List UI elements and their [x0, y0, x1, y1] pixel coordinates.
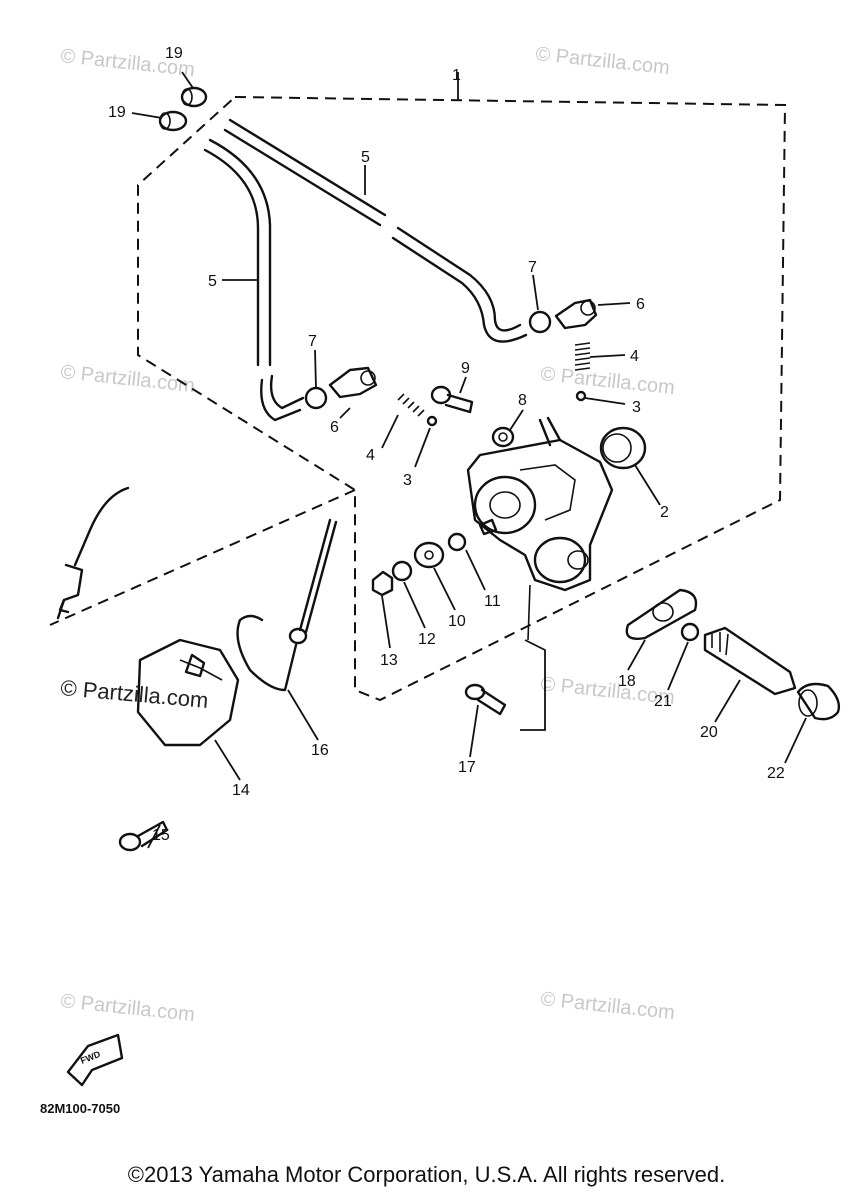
callout: 7 [528, 259, 537, 276]
watermark: © Partzilla.com [539, 988, 675, 1024]
hose-5-upper [223, 118, 528, 343]
callout: 4 [366, 447, 375, 464]
callout: 15 [152, 827, 170, 844]
washer-8 [491, 426, 515, 448]
bolt-17 [464, 683, 507, 716]
cable-left [56, 486, 130, 620]
callout: 6 [330, 419, 339, 436]
hose-5-left [203, 138, 305, 422]
cap-19-upper [180, 86, 208, 108]
callout: 19 [165, 45, 183, 62]
clip-7-right [528, 310, 552, 334]
watermarks: © Partzilla.com © Partzilla.com © Partzi… [59, 43, 675, 1026]
watermark: © Partzilla.com [539, 363, 675, 399]
callout: 19 [108, 104, 126, 121]
callout: 3 [632, 399, 641, 416]
ball-3-right [575, 390, 587, 402]
fitting-6-right [554, 298, 598, 330]
callout: 16 [311, 742, 329, 759]
callout: 1 [452, 67, 461, 84]
callout: 8 [518, 392, 527, 409]
copyright-notice: ©2013 Yamaha Motor Corporation, U.S.A. A… [127, 1162, 726, 1187]
screw-15 [118, 820, 169, 852]
spring-4-left [397, 393, 425, 417]
watermark: © Partzilla.com [59, 990, 195, 1026]
callout: 18 [618, 673, 636, 690]
clip-7-left [304, 386, 328, 410]
washer-11 [447, 532, 467, 552]
spring-4-right [574, 342, 591, 371]
callout: 17 [458, 759, 476, 776]
cable-16 [236, 518, 338, 692]
callout: 2 [660, 504, 669, 521]
callout: 3 [403, 472, 412, 489]
callouts: 1 2 3 3 4 4 5 5 6 6 7 7 8 9 10 11 12 13 … [108, 45, 785, 844]
watermark: © Partzilla.com [59, 361, 195, 397]
nut-13 [371, 570, 394, 597]
callout: 6 [636, 296, 645, 313]
oring-21 [680, 622, 700, 642]
ball-3-left [426, 415, 438, 427]
assembly-boundary [49, 72, 787, 702]
callout: 4 [630, 348, 639, 365]
gasket-18 [625, 588, 698, 640]
watermark: © Partzilla.com [534, 43, 670, 79]
cap-22 [796, 682, 841, 721]
fitting-6-left [328, 366, 378, 399]
callout: 9 [461, 360, 470, 377]
callout: 5 [208, 273, 217, 290]
callout: 7 [308, 333, 317, 350]
callout: 22 [767, 765, 785, 782]
watermark: © Partzilla.com [60, 675, 210, 713]
leader-lines [131, 71, 807, 849]
seal-2 [599, 426, 647, 470]
bolt-9 [430, 385, 474, 414]
callout: 10 [448, 613, 466, 630]
callout: 5 [361, 149, 370, 166]
oil-pump-body [466, 416, 614, 641]
diagram-code: 82M100-7050 [40, 1101, 120, 1116]
callout: 12 [418, 631, 436, 648]
callout: 20 [700, 724, 718, 741]
callout: 11 [484, 593, 501, 610]
callout: 14 [232, 782, 250, 799]
shaft-20 [703, 626, 797, 696]
washer-12 [391, 560, 413, 582]
callout: 21 [654, 693, 672, 710]
callout: 13 [380, 652, 398, 669]
cap-19-lower [158, 110, 188, 132]
gear-10 [413, 541, 445, 569]
fwd-arrow-icon: FWD [66, 1033, 124, 1087]
cover-14 [136, 638, 240, 747]
